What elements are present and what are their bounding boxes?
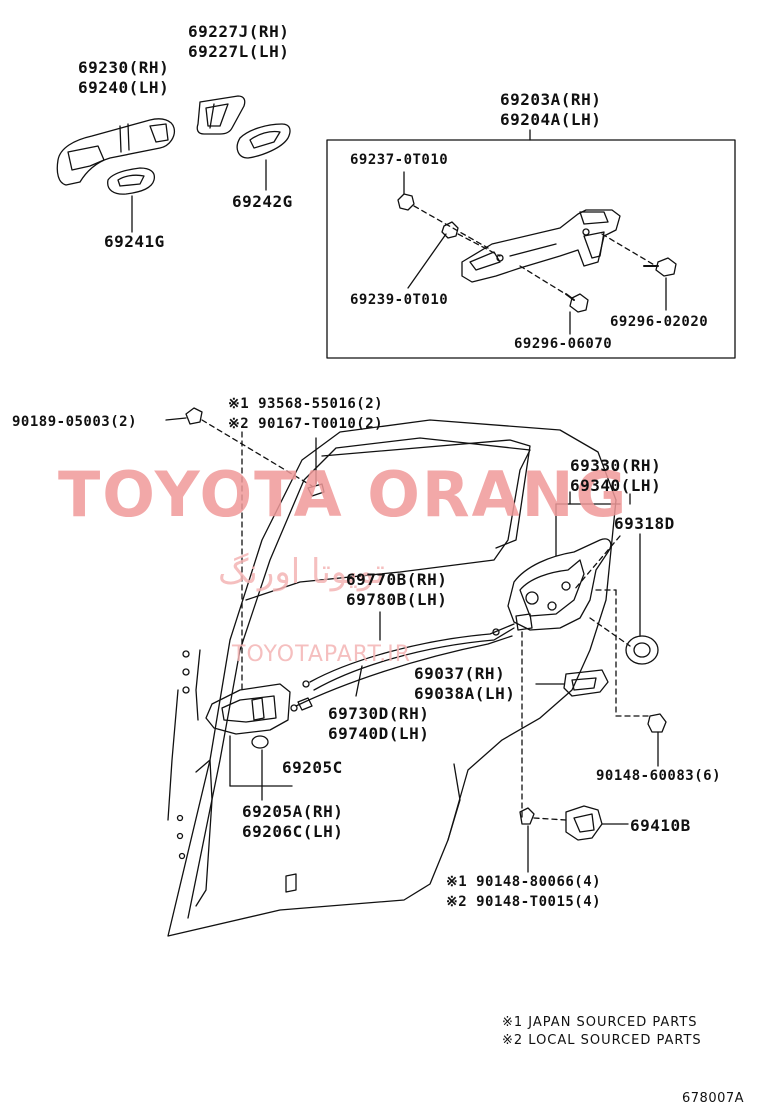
clip-90189: [185, 407, 203, 425]
label-90189: 90189-05003(2): [12, 414, 138, 430]
label-69730d: 69730D(RH)69740D(LH): [328, 704, 430, 743]
striker-screw: [519, 807, 535, 825]
watermark-url: TOYOTAPART.IR: [232, 642, 412, 667]
handle-cover-part: [196, 95, 246, 135]
label-69205a: 69205A(RH)69206C(LH): [242, 802, 344, 841]
inner-handle-part: [205, 683, 291, 735]
outside-handle-part: [56, 118, 176, 186]
striker-part: [565, 805, 603, 841]
bolt-69239: [441, 221, 459, 239]
label-69296-06070: 69296-06070: [514, 336, 613, 352]
label-screw-top: ※1 93568-55016(2)※2 90167-T0010(2): [228, 396, 384, 432]
grommet-part: [625, 635, 659, 665]
watermark-text: TOYOTA ORANG: [58, 458, 629, 531]
door-handle-frame-part: [461, 209, 621, 283]
label-69241g: 69241G: [104, 232, 165, 251]
frame-box: [326, 139, 736, 359]
label-69330: 69330(RH)69340(LH): [570, 456, 662, 495]
label-69296-02020: 69296-02020: [610, 314, 709, 330]
label-69242g: 69242G: [232, 192, 293, 211]
label-69203a: 69203A(RH)69204A(LH): [500, 90, 602, 129]
small-clip: [297, 697, 313, 711]
screw-lock: [647, 713, 667, 733]
label-69205c: 69205C: [282, 758, 343, 777]
label-69037: 69037(RH)69038A(LH): [414, 664, 516, 703]
diagram-code: 678007A: [682, 1091, 745, 1106]
label-69230: 69230(RH)69240(LH): [78, 58, 170, 97]
door-lock-part: [507, 538, 612, 631]
handle-pad-part: [107, 167, 156, 195]
label-69318d: 69318D: [614, 514, 675, 533]
label-69237: 69237-0T010: [350, 152, 449, 168]
watermark-persian: تویوتا اورنگ: [218, 552, 385, 592]
label-69770b: 69770B(RH)69780B(LH): [346, 570, 448, 609]
label-69239: 69239-0T010: [350, 292, 449, 308]
lock-cover-part: [563, 669, 609, 697]
label-69410b: 69410B: [630, 816, 691, 835]
label-screw-striker: ※1 90148-80066(4)※2 90148-T0015(4): [446, 874, 602, 910]
clip-69205c: [251, 735, 269, 749]
screw-top: [307, 483, 325, 497]
sourced-parts-notes: ※1 JAPAN SOURCED PARTS※2 LOCAL SOURCED P…: [502, 1015, 702, 1048]
cable-lower: [290, 635, 513, 712]
rear-door-outline: [167, 419, 617, 937]
screw-02020: [643, 257, 677, 277]
label-69227: 69227J(RH)69227L(LH): [188, 22, 290, 61]
cable-upper: [302, 623, 515, 691]
cover-pad-part: [236, 123, 291, 159]
label-90148-60083: 90148-60083(6): [596, 768, 722, 784]
bolt-69237: [397, 193, 415, 211]
